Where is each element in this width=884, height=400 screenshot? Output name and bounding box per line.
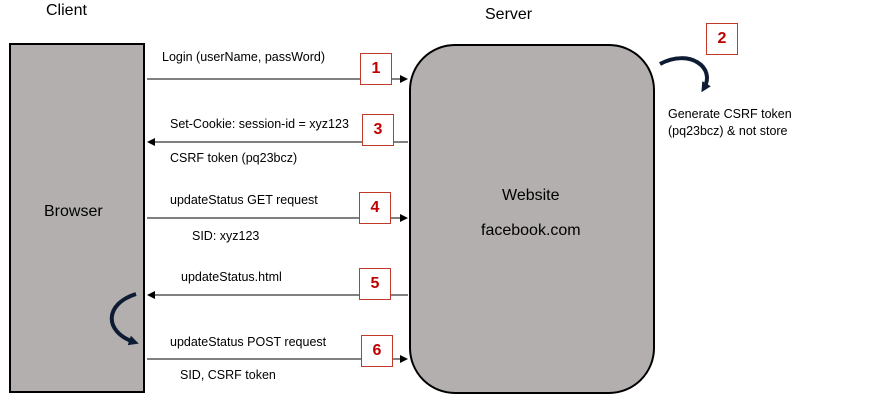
step-3-badge: 3 [362,114,394,146]
step-6-badge: 6 [361,335,393,367]
client-heading: Client [46,2,87,19]
server-box [409,44,655,394]
step-5-badge: 5 [359,268,391,300]
msg-sid-csrf: SID, CSRF token [180,368,276,382]
msg-get-request: updateStatus GET request [170,193,318,207]
step-1-badge: 1 [360,53,392,85]
server-domain: facebook.com [481,222,581,239]
msg-post-request: updateStatus POST request [170,335,327,349]
msg-html-response: updateStatus.html [181,270,282,284]
msg-sid-get: SID: xyz123 [192,229,260,243]
msg-csrf-token: CSRF token (pq23bcz) [170,151,298,165]
note-line-1: Generate CSRF token [668,107,792,121]
curved-arrow-browser [109,292,139,346]
note-line-2: (pq23bcz) & not store [668,124,788,138]
step-2-badge: 2 [706,23,738,55]
step-4-badge: 4 [359,192,391,224]
msg-login: Login (userName, passWord) [162,50,326,64]
curved-arrow-server [659,56,711,93]
server-title: Website [502,187,560,204]
server-heading: Server [485,6,533,23]
msg-set-cookie: Set-Cookie: session-id = xyz123 [170,117,349,131]
browser-label: Browser [44,203,103,220]
